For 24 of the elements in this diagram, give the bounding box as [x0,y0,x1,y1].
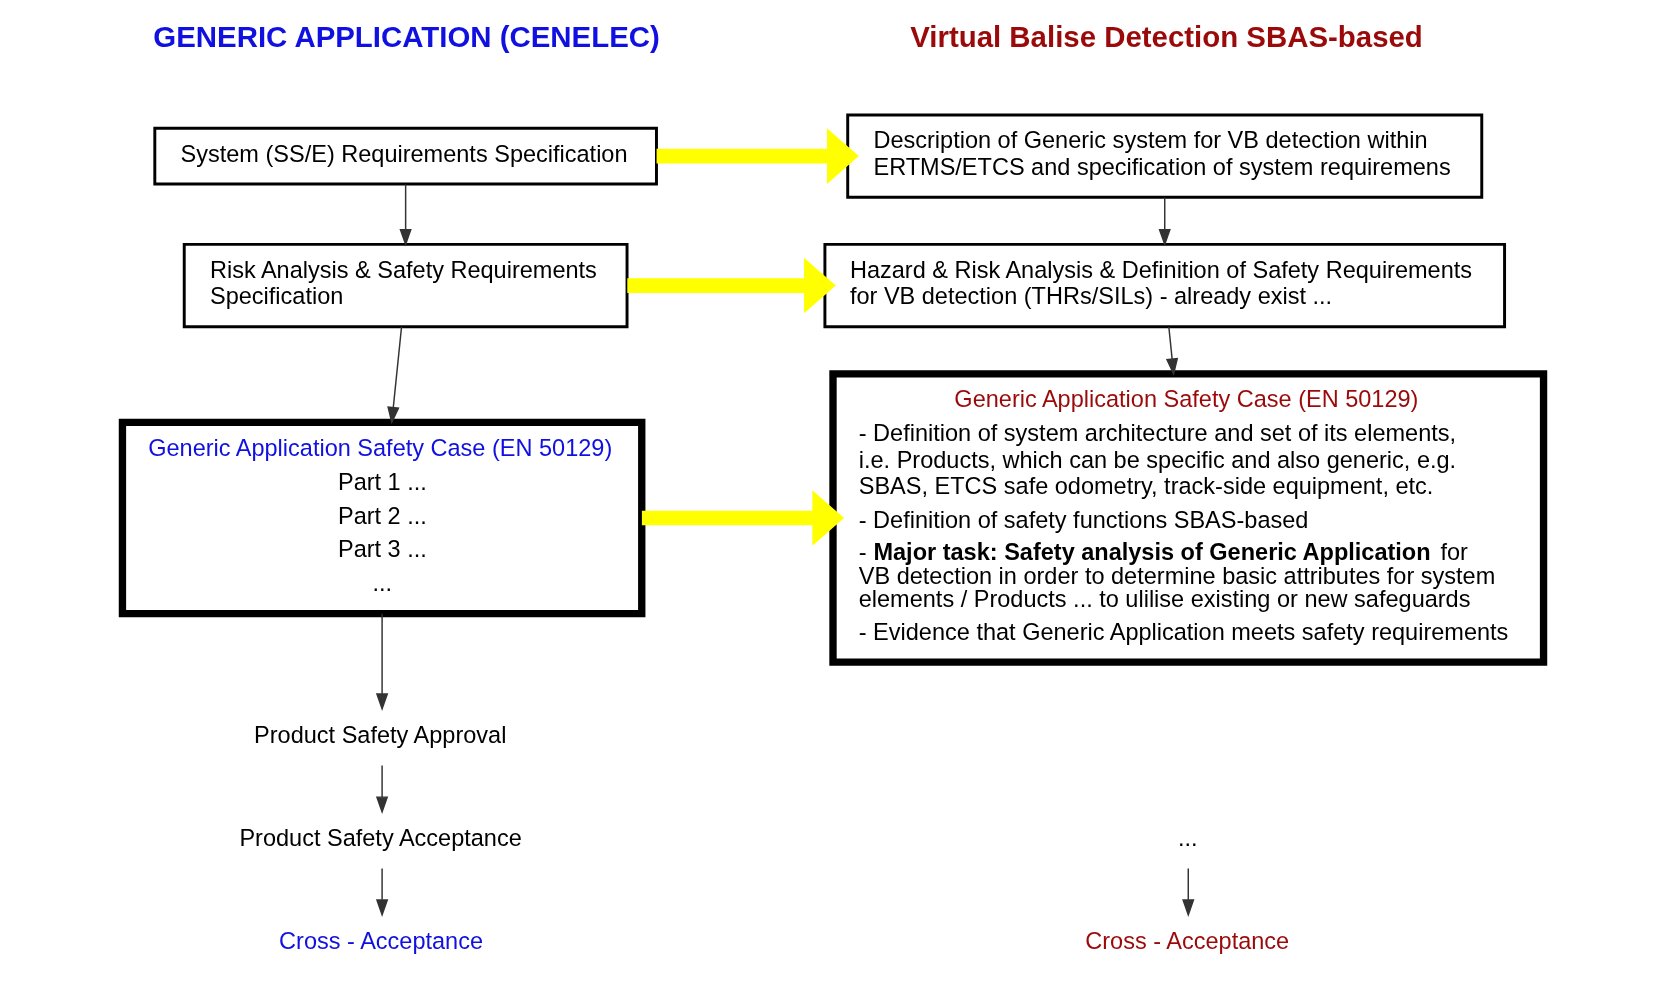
node-box: System (SS/E) Requirements Specification [152,126,658,186]
arrow [398,183,412,247]
node-text: Cross - Acceptance [1084,927,1289,954]
node-text: Product Safety Approval [253,721,506,748]
node-box: Description of Generic system for VB detection within ERTMS/ETCS and specification of system requiremens [845,112,1483,199]
node-text: Product Safety Acceptance [238,824,522,851]
arrow [375,867,388,917]
arrow [1165,325,1178,376]
node-box: Risk Analysis & Safety Requirements Specification [182,242,628,328]
arrow [375,764,388,814]
arrow [626,257,836,313]
node-box: Hazard & Risk Analysis & Definition of Safety Requirements for VB detection (THRs/SILs) - already exist ... [822,242,1506,328]
arrow [1158,196,1171,247]
arrow [1181,867,1194,917]
arrow [386,325,402,424]
node-text: ... [1177,824,1198,851]
node-text: Cross - Acceptance [278,927,483,954]
arrow [375,612,388,711]
label: GENERIC APPLICATION (CENELEC) [152,19,660,53]
arrow [641,489,844,546]
node-box: Generic Application Safety Case (EN 50129) Part 1 ... Part 2 ... Part 3 ... ... [118,418,645,617]
node-box: Generic Application Safety Case (EN 50129) - Definition of system architecture and set of its elements, i.e. Products, which can be specific and also generic, e.g. SBAS, ETCS safe odometry, track-side equipment, etc. - Definition of safety functions SBAS-based - Major task: Safety analysis of Generic Application for VB detection in order to determine basic attributes for system elements / Products ... to ulilise existing or new safeguards - Evidence that Generic Application meets safety requirements [828,369,1547,666]
label: Virtual Balise Detection SBAS-based [909,19,1423,53]
arrow [656,127,859,184]
